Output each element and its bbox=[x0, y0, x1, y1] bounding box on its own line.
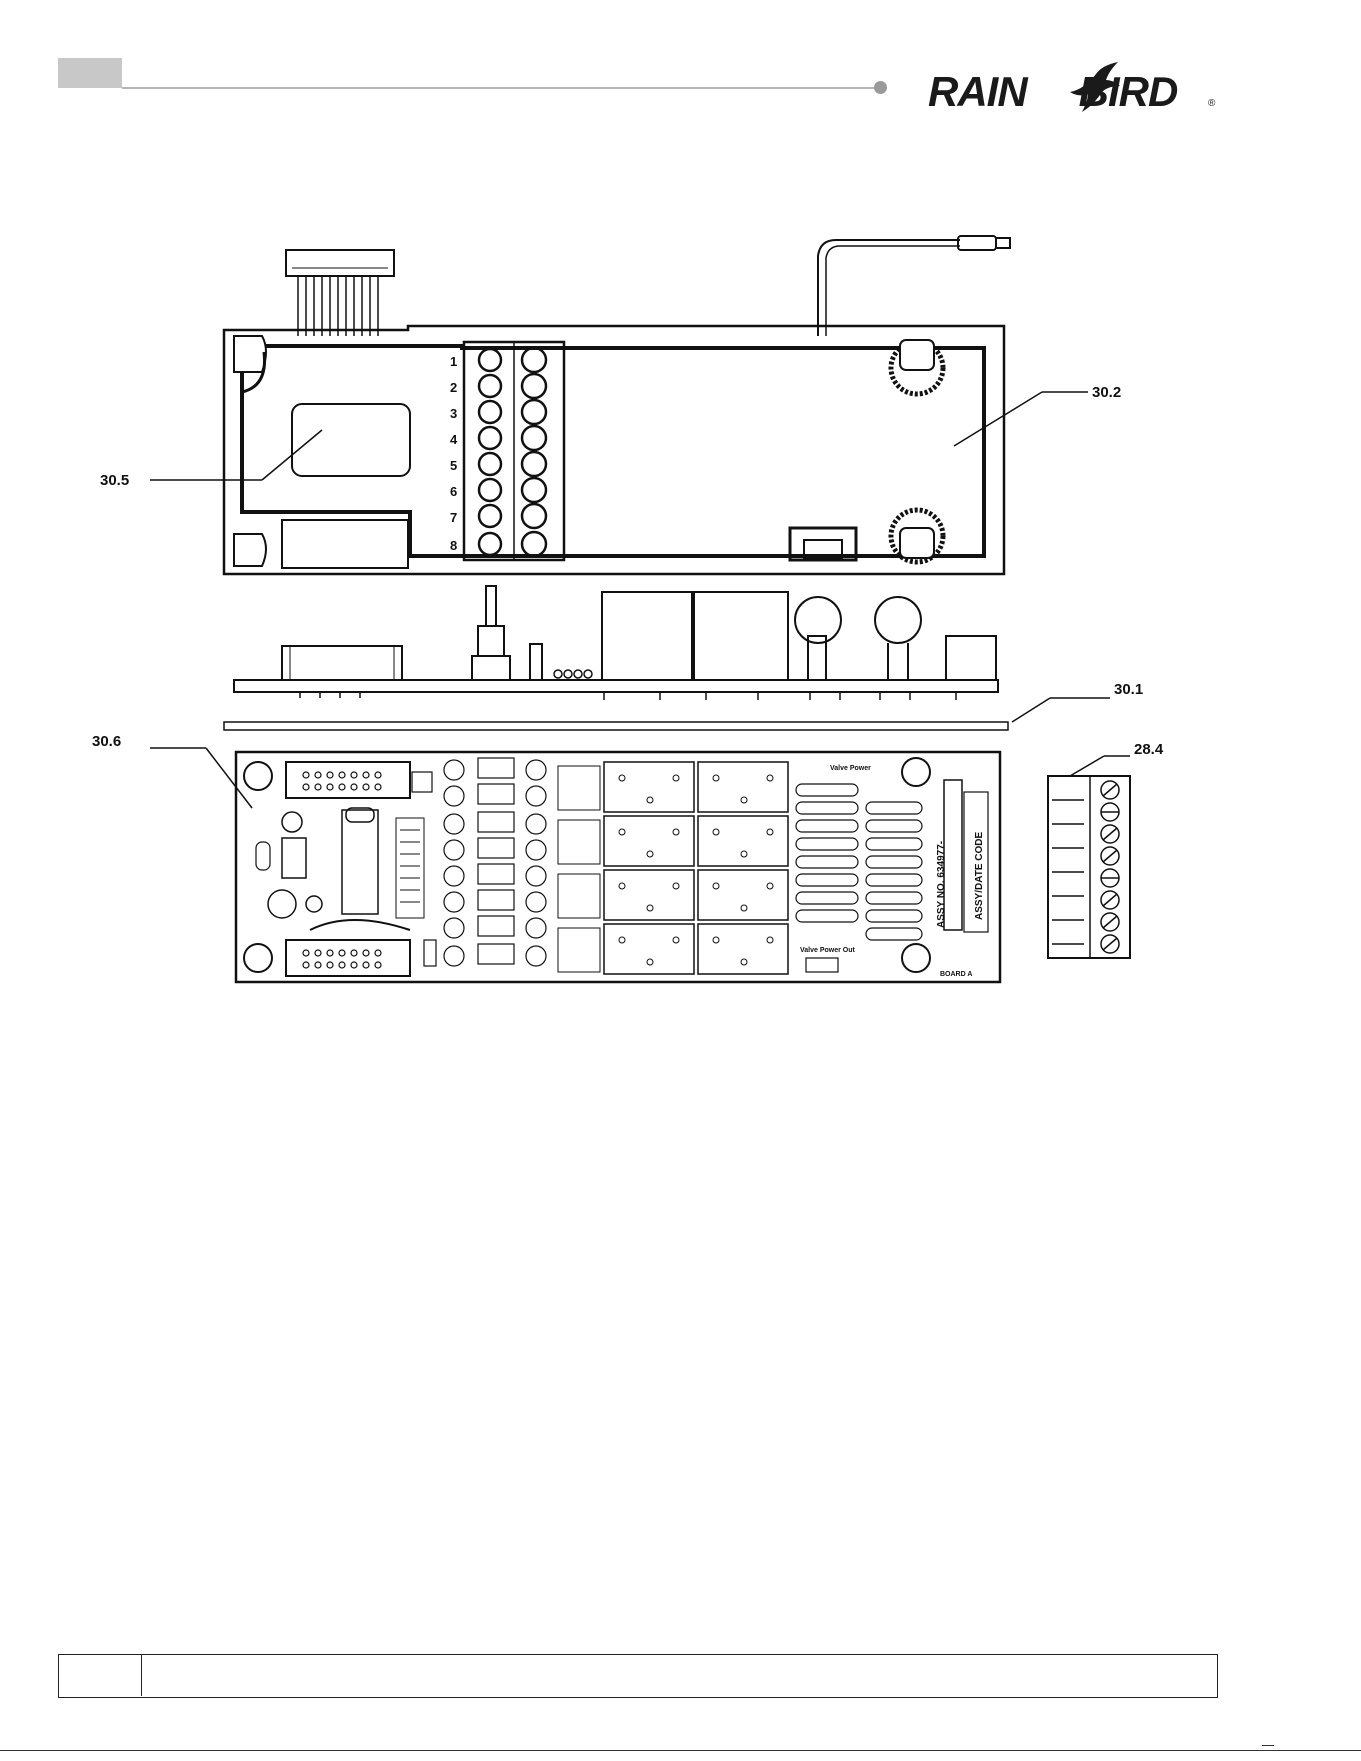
terminal-number-6: 6 bbox=[450, 484, 457, 499]
terminal-number-5: 5 bbox=[450, 458, 457, 473]
callout-28-4: 28.4 bbox=[1134, 741, 1164, 758]
housing-cover bbox=[224, 236, 1010, 574]
terminal-number-8: 8 bbox=[450, 538, 457, 553]
pcb-top-view bbox=[236, 752, 1000, 982]
terminal-number-7: 7 bbox=[450, 510, 457, 525]
terminal-strip bbox=[1048, 776, 1130, 958]
terminal-number-4: 4 bbox=[450, 432, 458, 447]
pcb-assy-no-label: ASSY NO. 634977- bbox=[936, 841, 947, 928]
exploded-assembly-diagram: 1 2 3 4 5 6 7 8 Valve Power Valve Power … bbox=[0, 0, 1361, 1000]
bottom-mark bbox=[1262, 1745, 1274, 1746]
terminal-number-3: 3 bbox=[450, 406, 457, 421]
footer-page-cell bbox=[59, 1655, 142, 1696]
callout-30-5: 30.5 bbox=[100, 472, 129, 489]
pcb-valve-power-label: Valve Power bbox=[830, 765, 871, 772]
pcb-board-label: BOARD A bbox=[940, 971, 972, 978]
bottom-rule bbox=[0, 1750, 1361, 1751]
callout-30-6: 30.6 bbox=[92, 733, 121, 750]
terminal-number-2: 2 bbox=[450, 380, 457, 395]
pcb-side-view bbox=[234, 586, 998, 700]
pcb-valve-power-out-label: Valve Power Out bbox=[800, 947, 856, 954]
pcb-assy-date-label: ASSY/DATE CODE bbox=[974, 832, 985, 920]
callout-30-1: 30.1 bbox=[1114, 681, 1143, 698]
callout-30-2: 30.2 bbox=[1092, 384, 1121, 401]
footer-box bbox=[58, 1654, 1218, 1698]
gasket-strip bbox=[224, 722, 1008, 730]
terminal-number-1: 1 bbox=[450, 354, 457, 369]
